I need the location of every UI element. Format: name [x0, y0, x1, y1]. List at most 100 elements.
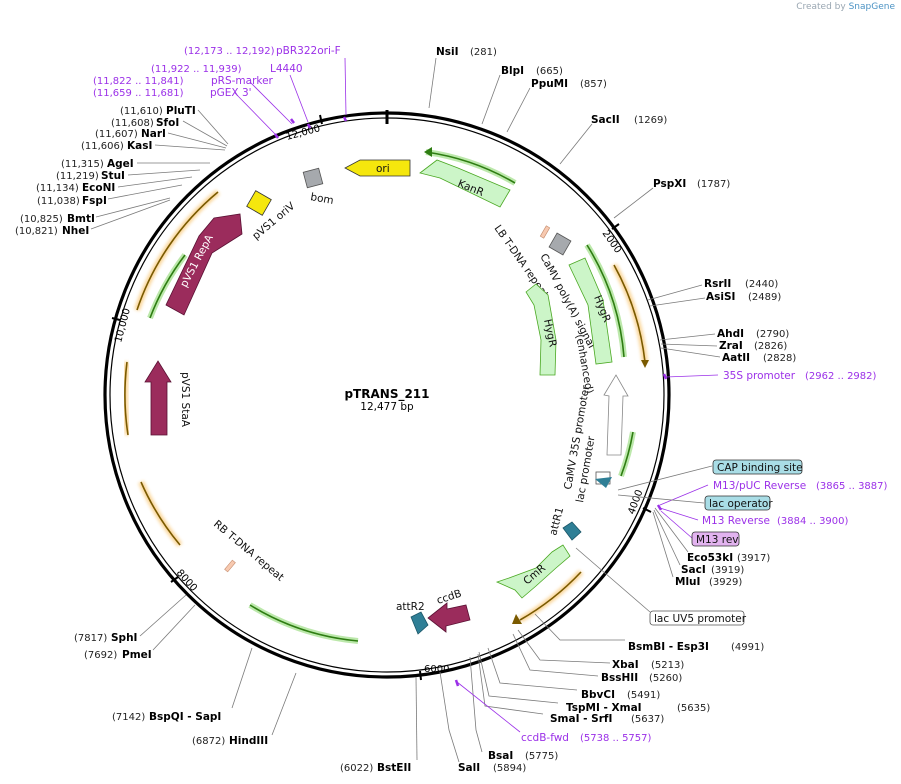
green-arc-10 [425, 151, 516, 184]
site-blpi: BlpI [501, 65, 524, 77]
site-xbai: XbaI [612, 659, 639, 671]
site-tspmi: TspMI - XmaI [566, 702, 642, 714]
primer-l4440: L4440 [270, 63, 303, 75]
pvs1-staa-label: pVS1 StaA [179, 372, 191, 428]
lead-sacii [559, 123, 593, 165]
site-econi: EcoNI [82, 182, 115, 194]
site-econi-pos: (11,134) [36, 183, 79, 194]
site-ppumi-pos: (857) [580, 79, 607, 90]
green-arc-3 [620, 431, 634, 477]
primer-m13puc-pos: (3865 .. 3887) [816, 481, 888, 492]
orange-arc-1 [613, 264, 646, 363]
lead-nhei [90, 199, 171, 230]
orange-arc-4-head [512, 614, 522, 624]
lead-bmti [95, 197, 171, 218]
primer-prs-pos: (11,822 .. 11,841) [93, 76, 184, 87]
green-arc-8 [149, 254, 186, 319]
lead-bsshii [512, 633, 599, 677]
site-stui-pos: (11,219) [56, 171, 99, 182]
lead-pluti [197, 109, 229, 145]
attr2-feature [410, 611, 429, 635]
primer-pgex-pos: (11,659 .. 11,681) [93, 88, 184, 99]
site-saci: SacI [681, 564, 706, 576]
site-bsai-pos: (5775) [525, 751, 558, 762]
site-bsteii-pos: (6022) [340, 763, 373, 774]
site-bspqi-pos: (7142) [112, 712, 145, 723]
camv-polya-feature [548, 232, 572, 256]
hygr-label-2: HygR [541, 318, 559, 348]
primer-pbr322: pBR322ori-F [276, 45, 341, 57]
site-pspxi: PspXI [653, 178, 686, 190]
site-zrai: ZraI [719, 340, 743, 352]
primer-m13r-pos: (3884 .. 3900) [777, 516, 849, 527]
m13rev-label: M13 rev [696, 534, 739, 546]
lead-eco53ki [654, 507, 689, 553]
credit-brand: SnapGene [848, 2, 895, 12]
lead-lacop [617, 494, 705, 504]
cap-label: CAP binding site [717, 462, 803, 474]
tick-8000: 8000 [174, 568, 199, 594]
site-bspqi: BspQI - SapI [149, 711, 221, 723]
lac-promoter-marker [595, 477, 612, 488]
lead-pspxi [613, 187, 654, 219]
rb-repeat-feature [224, 559, 236, 573]
lead-zrai [660, 343, 718, 347]
site-mlui-pos: (3929) [709, 577, 742, 588]
attr1-label: attR1 [547, 506, 566, 537]
orange-arc-7 [124, 361, 129, 436]
lead-rsrii [647, 284, 703, 301]
site-hindiii: HindIII [229, 735, 268, 747]
camv35s-feature [603, 374, 629, 456]
site-smai-pos: (5637) [631, 714, 664, 725]
lead-bsmbi [534, 613, 625, 641]
lead-ahdi [659, 333, 716, 341]
site-ahdi: AhdI [717, 328, 744, 340]
lead-lacuv5 [575, 547, 651, 613]
boxed-labels: CAP binding site lac operator M13 rev la… [575, 459, 803, 626]
lead-aatii [660, 347, 721, 358]
site-sfoi-pos: (11,608) [111, 118, 154, 129]
cmr-feature [495, 544, 571, 599]
site-fspi-pos: (11,038) [37, 196, 80, 207]
tick-2000: 2000 [600, 228, 624, 255]
lead-m13r [659, 507, 699, 521]
lacop-label: lac operator [709, 498, 773, 510]
primer-m13r: M13 Reverse [702, 515, 770, 527]
site-bbvci-pos: (5491) [627, 690, 660, 701]
site-nhei-pos: (10,821) [15, 226, 58, 237]
hygr-feature-1 [568, 257, 613, 365]
lead-pgex [234, 92, 277, 136]
lead-ppumi [506, 87, 531, 133]
site-aatii: AatII [722, 352, 750, 364]
site-bsteii: BstEII [377, 762, 411, 774]
lead-kasi [154, 144, 226, 151]
site-sphi-pos: (7817) [74, 633, 107, 644]
lead-cap [617, 465, 713, 491]
tick-mark-10000 [111, 317, 121, 321]
site-asisi-pos: (2489) [748, 292, 781, 303]
site-nsii-pos: (281) [470, 47, 497, 58]
lead-nari [167, 132, 227, 149]
site-agei: AgeI [107, 158, 134, 170]
site-sfoi: SfoI [156, 117, 179, 129]
site-pmei-pos: (7692) [84, 650, 117, 661]
bom-label: bom [309, 191, 334, 207]
lead-fspi [107, 184, 183, 200]
backbone-feature-arcs [121, 147, 649, 644]
site-asisi: AsiSI [706, 291, 735, 303]
kanr-feature [419, 159, 511, 208]
site-bsshii-pos: (5260) [649, 673, 682, 684]
site-bsmbi-pos: (4991) [731, 642, 764, 653]
site-sacii-pos: (1269) [634, 115, 667, 126]
site-hindiii-pos: (6872) [192, 736, 225, 747]
attr2-label: attR2 [396, 601, 425, 613]
site-sali-pos: (5894) [493, 763, 526, 774]
site-bsshii: BssHII [601, 672, 638, 684]
site-stui: StuI [101, 170, 125, 182]
orange-arc-4 [519, 571, 582, 621]
site-xbai-pos: (5213) [651, 660, 684, 671]
site-mlui: MluI [675, 576, 700, 588]
tick-mark-6000 [419, 670, 422, 681]
green-arc-5 [249, 604, 359, 642]
